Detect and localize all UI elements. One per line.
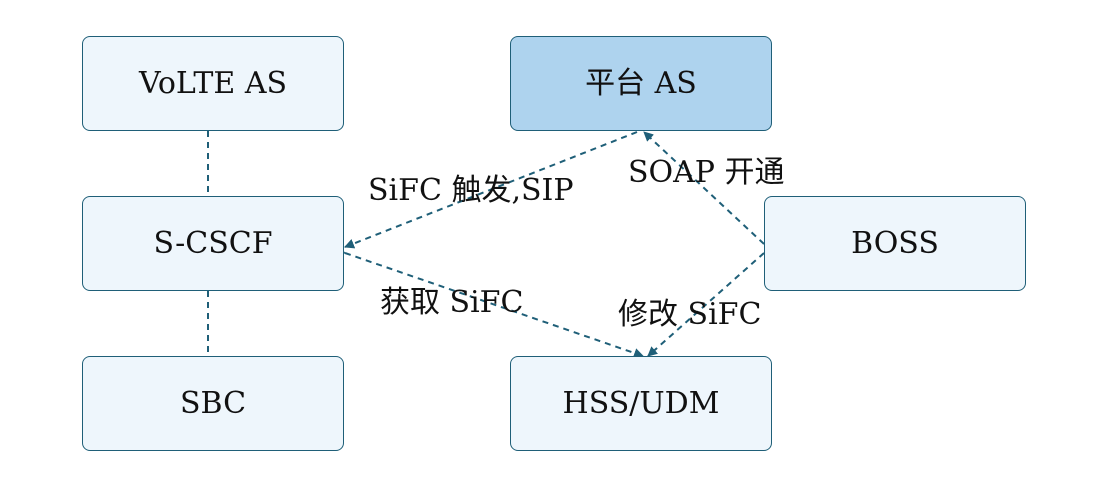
node-platform-as: 平台 AS <box>510 36 772 131</box>
arrow-boss-to-platform-as <box>643 131 765 245</box>
node-hss-udm-label: HSS/UDM <box>562 385 720 421</box>
node-s-cscf: S-CSCF <box>82 196 344 291</box>
arrow-boss-to-hss-udm <box>647 252 765 357</box>
arrow-platform-as-to-s-cscf <box>344 131 638 249</box>
node-boss: BOSS <box>764 196 1026 291</box>
node-boss-label: BOSS <box>851 225 939 261</box>
node-volte-as: VoLTE AS <box>82 36 344 131</box>
edge-label-soap-provision: SOAP 开通 <box>628 155 785 190</box>
arrow-s-cscf-hss-udm <box>334 245 644 358</box>
node-s-cscf-label: S-CSCF <box>153 225 273 261</box>
node-volte-as-label: VoLTE AS <box>138 65 288 101</box>
edge-label-sifc-trigger: SiFC 触发,SIP <box>368 173 574 208</box>
node-hss-udm: HSS/UDM <box>510 356 772 451</box>
node-sbc-label: SBC <box>179 385 247 421</box>
edge-label-modify-sifc: 修改 SiFC <box>618 297 762 332</box>
node-platform-as-label: 平台 AS <box>585 65 697 101</box>
node-sbc: SBC <box>82 356 344 451</box>
edge-label-get-sifc: 获取 SiFC <box>380 285 524 320</box>
